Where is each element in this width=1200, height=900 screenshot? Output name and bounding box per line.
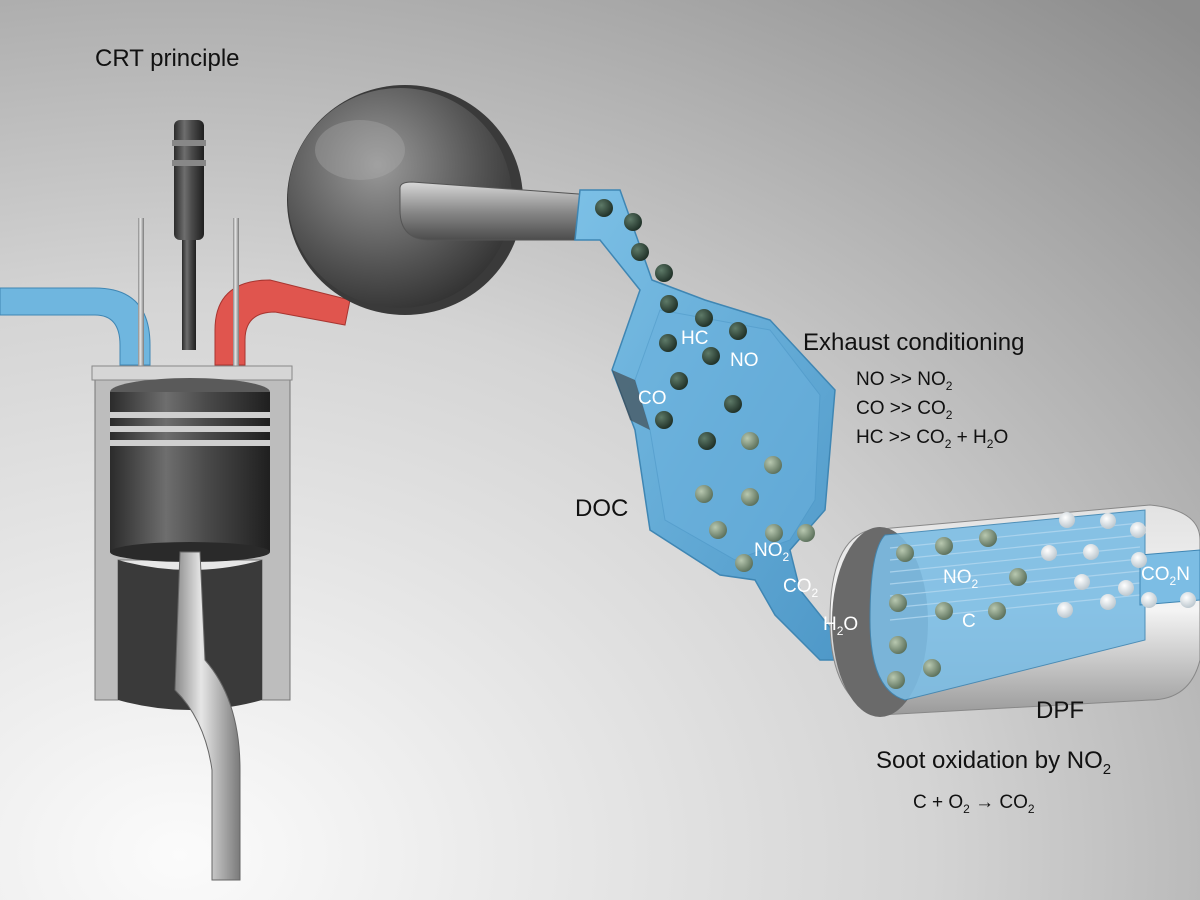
mol-h2o: H2O — [823, 614, 858, 638]
mol-no2-doc: NO2 — [754, 540, 790, 564]
reaction-dpf: C + O2 → CO2 — [913, 792, 1035, 816]
injector-nozzle — [182, 240, 196, 350]
diagram-title: CRT principle — [95, 45, 240, 72]
exhaust-valve-stem — [233, 218, 239, 368]
intake-valve-stem — [138, 218, 144, 368]
dpf-outlet — [1139, 549, 1200, 606]
connecting-rod — [174, 551, 241, 881]
injector-body — [174, 120, 204, 240]
dpf-unit — [829, 504, 1200, 717]
reaction-co: CO >> CO2 — [856, 398, 953, 422]
soot-particle-dark — [595, 199, 747, 450]
mol-no: NO — [730, 350, 759, 371]
engine — [0, 120, 351, 881]
label-dpf: DPF — [1036, 697, 1084, 724]
dpf-core — [869, 509, 1146, 701]
mol-co: CO — [638, 388, 667, 409]
gas-particle-white — [1041, 512, 1196, 618]
mol-no2-dpf: NO2 — [943, 567, 979, 591]
label-exhaust-conditioning: Exhaust conditioning — [803, 329, 1024, 356]
mol-c-dpf: C — [962, 611, 976, 632]
soot-particle-light — [695, 432, 1027, 689]
label-soot-oxidation: Soot oxidation by NO2 — [876, 747, 1111, 778]
label-doc: DOC — [575, 495, 628, 522]
reaction-hc: HC >> CO2 + H2O — [856, 427, 1008, 451]
intake-pipe — [0, 287, 151, 366]
mol-co2-out: CO2N — [1141, 564, 1190, 588]
mol-hc: HC — [681, 328, 708, 349]
mol-co2-doc: CO2 — [783, 576, 819, 600]
reaction-no: NO >> NO2 — [856, 369, 953, 393]
piston-body — [110, 392, 270, 552]
particles — [595, 199, 1196, 689]
